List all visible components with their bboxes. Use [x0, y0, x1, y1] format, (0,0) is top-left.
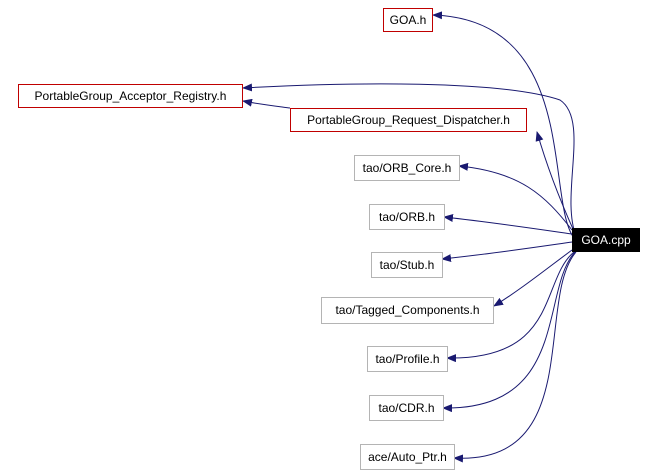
edge-goa-cpp-to-profile — [446, 251, 575, 363]
node-label: PortableGroup_Acceptor_Registry.h — [34, 89, 227, 103]
node-tao-cdr[interactable]: tao/CDR.h — [369, 395, 444, 421]
node-label: tao/ORB.h — [378, 210, 436, 224]
edge-request-dispatcher-to-acceptor-registry — [242, 98, 291, 109]
node-tao-stub[interactable]: tao/Stub.h — [371, 252, 443, 278]
node-label: tao/ORB_Core.h — [362, 161, 452, 175]
edge-goa-cpp-to-tagged-components — [493, 249, 573, 307]
node-portablegroup-acceptor-registry[interactable]: PortableGroup_Acceptor_Registry.h — [18, 84, 243, 108]
node-tao-tagged-components[interactable]: tao/Tagged_Components.h — [321, 297, 494, 324]
node-portablegroup-request-dispatcher[interactable]: PortableGroup_Request_Dispatcher.h — [290, 108, 527, 132]
edge-goa-cpp-to-orb — [443, 213, 573, 235]
edge-goa-cpp-to-stub — [441, 241, 573, 263]
node-tao-orb-core[interactable]: tao/ORB_Core.h — [354, 155, 460, 181]
edge-goa-cpp-to-orb-core — [458, 162, 573, 231]
node-label: tao/Profile.h — [375, 352, 440, 366]
node-tao-orb[interactable]: tao/ORB.h — [369, 204, 445, 230]
node-label: tao/Stub.h — [379, 258, 435, 272]
node-ace-auto-ptr[interactable]: ace/Auto_Ptr.h — [360, 444, 455, 470]
node-tao-profile[interactable]: tao/Profile.h — [367, 346, 448, 372]
node-label: ace/Auto_Ptr.h — [368, 450, 447, 464]
node-label: PortableGroup_Request_Dispatcher.h — [307, 113, 510, 127]
edge-goa-cpp-to-acceptor-registry — [242, 83, 577, 237]
node-label: GOA.cpp — [581, 233, 631, 247]
edge-layer — [242, 11, 577, 463]
node-label: tao/Tagged_Components.h — [335, 303, 480, 317]
node-goa-cpp-root[interactable]: GOA.cpp — [572, 228, 640, 252]
node-goa-h[interactable]: GOA.h — [383, 8, 433, 32]
node-label: GOA.h — [389, 13, 427, 27]
edge-goa-cpp-to-goa-h — [432, 11, 575, 239]
edge-goa-cpp-to-cdr — [442, 251, 576, 413]
edge-goa-cpp-to-request-dispatcher — [535, 131, 574, 230]
node-label: tao/CDR.h — [378, 401, 435, 415]
edge-goa-cpp-to-auto-ptr — [453, 251, 577, 463]
